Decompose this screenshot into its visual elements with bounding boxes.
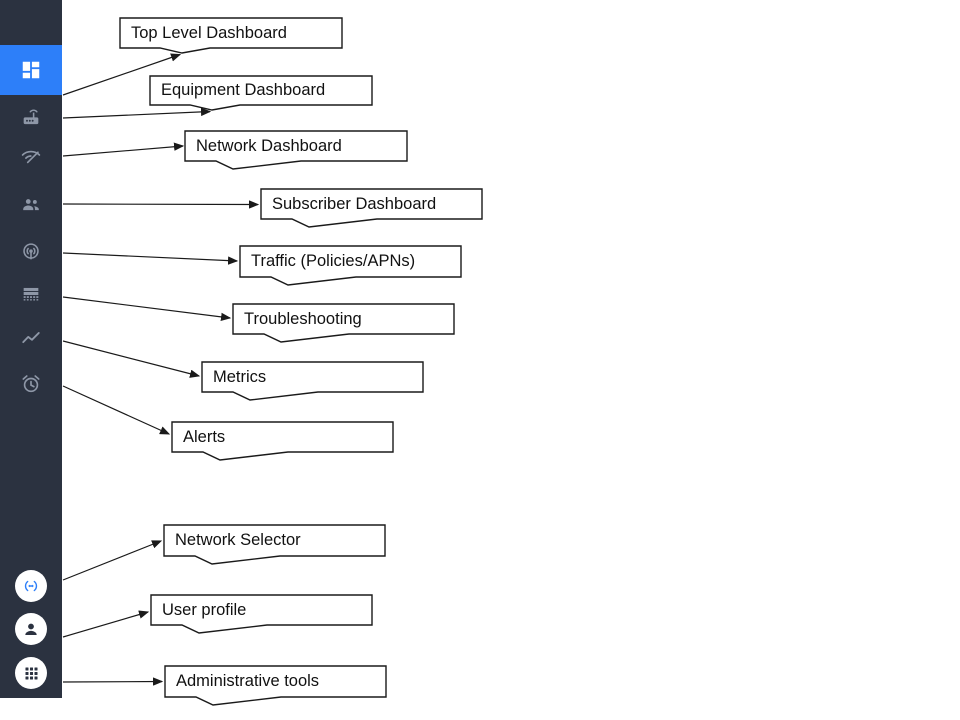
router-icon — [23, 109, 39, 125]
sidebar-item-user-profile[interactable] — [15, 613, 47, 645]
podcasts-icon — [23, 243, 39, 260]
wifi-icon — [21, 150, 41, 164]
callout-arrow-subscriber-dashboard — [62, 200, 260, 209]
code-arrows-icon — [24, 580, 38, 592]
callout-box-network-dashboard — [184, 130, 408, 170]
rows-icon — [23, 287, 39, 301]
callout-box-network-selector — [163, 524, 386, 565]
person-icon — [25, 623, 37, 635]
sidebar-item-administrative-tools[interactable] — [15, 657, 47, 689]
callout-arrow-administrative-tools — [62, 677, 164, 686]
callout-box-metrics — [201, 361, 424, 401]
callout-arrow-traffic — [62, 252, 239, 265]
line-chart-icon — [22, 332, 40, 344]
sidebar-item-traffic[interactable] — [0, 230, 62, 274]
callout-arrow-network-dashboard — [62, 142, 185, 157]
sidebar-item-equipment-dashboard[interactable] — [0, 95, 62, 139]
sidebar-item-network-dashboard[interactable] — [0, 135, 62, 179]
apps-grid-icon — [24, 666, 38, 680]
sidebar-item-troubleshooting[interactable] — [0, 272, 62, 316]
callout-box-administrative-tools — [164, 665, 387, 706]
callout-arrow-user-profile — [62, 610, 150, 638]
sidebar-item-subscriber-dashboard[interactable] — [0, 182, 62, 226]
callout-box-troubleshooting — [232, 303, 455, 343]
callout-arrow-troubleshooting — [62, 296, 232, 322]
dashboard-grid-icon — [22, 61, 40, 79]
callout-box-user-profile — [150, 594, 373, 634]
sidebar-item-network-selector[interactable] — [15, 570, 47, 602]
people-icon — [23, 199, 39, 211]
callout-box-subscriber-dashboard — [260, 188, 483, 228]
callout-arrow-network-selector — [62, 540, 163, 581]
sidebar-item-alerts[interactable] — [0, 362, 62, 406]
sidebar — [0, 0, 62, 698]
callout-arrow-alerts — [62, 385, 171, 435]
callout-arrow-metrics — [62, 340, 201, 378]
alarm-clock-icon — [22, 375, 40, 393]
callout-box-alerts — [171, 421, 394, 461]
callout-box-top-level-dashboard — [119, 17, 343, 54]
callout-arrow-equipment-dashboard — [62, 107, 212, 119]
sidebar-item-top-level-dashboard[interactable] — [0, 45, 62, 95]
sidebar-item-metrics[interactable] — [0, 316, 62, 360]
callout-box-equipment-dashboard — [149, 75, 373, 111]
callout-box-traffic — [239, 245, 462, 286]
callout-arrow-top-level-dashboard — [62, 53, 182, 96]
